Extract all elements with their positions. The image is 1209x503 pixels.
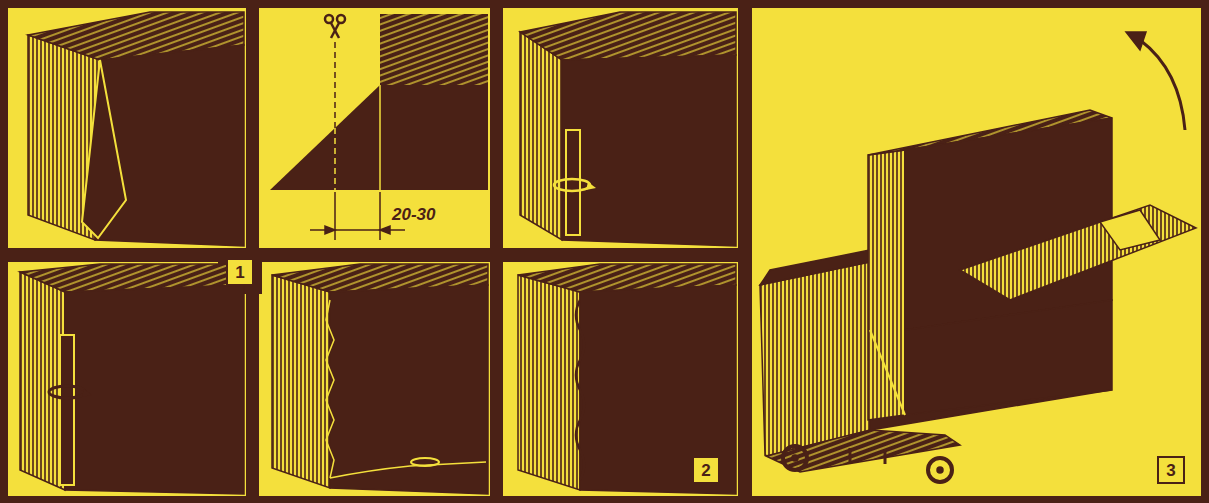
step-number-box: 1 [226,258,254,286]
box-corner-sewn [518,264,736,494]
step-number-box: 2 [692,456,720,484]
box-corner-sewing [272,264,488,494]
box-on-trolley [760,32,1196,482]
step-number: 2 [701,462,710,479]
yellow-panels [8,8,1201,496]
dimension-label: 20-30 [392,206,435,223]
box-corner-fold [520,12,736,246]
box-corner-wrap [20,264,244,494]
scissors-symbol [325,15,345,38]
flap-cut-detail [270,14,488,240]
box-corner-flap [28,12,244,246]
step-number-box: 3 [1157,456,1185,484]
step-number: 3 [1166,462,1175,479]
dimension-line [310,192,405,240]
step-number: 1 [235,264,244,281]
